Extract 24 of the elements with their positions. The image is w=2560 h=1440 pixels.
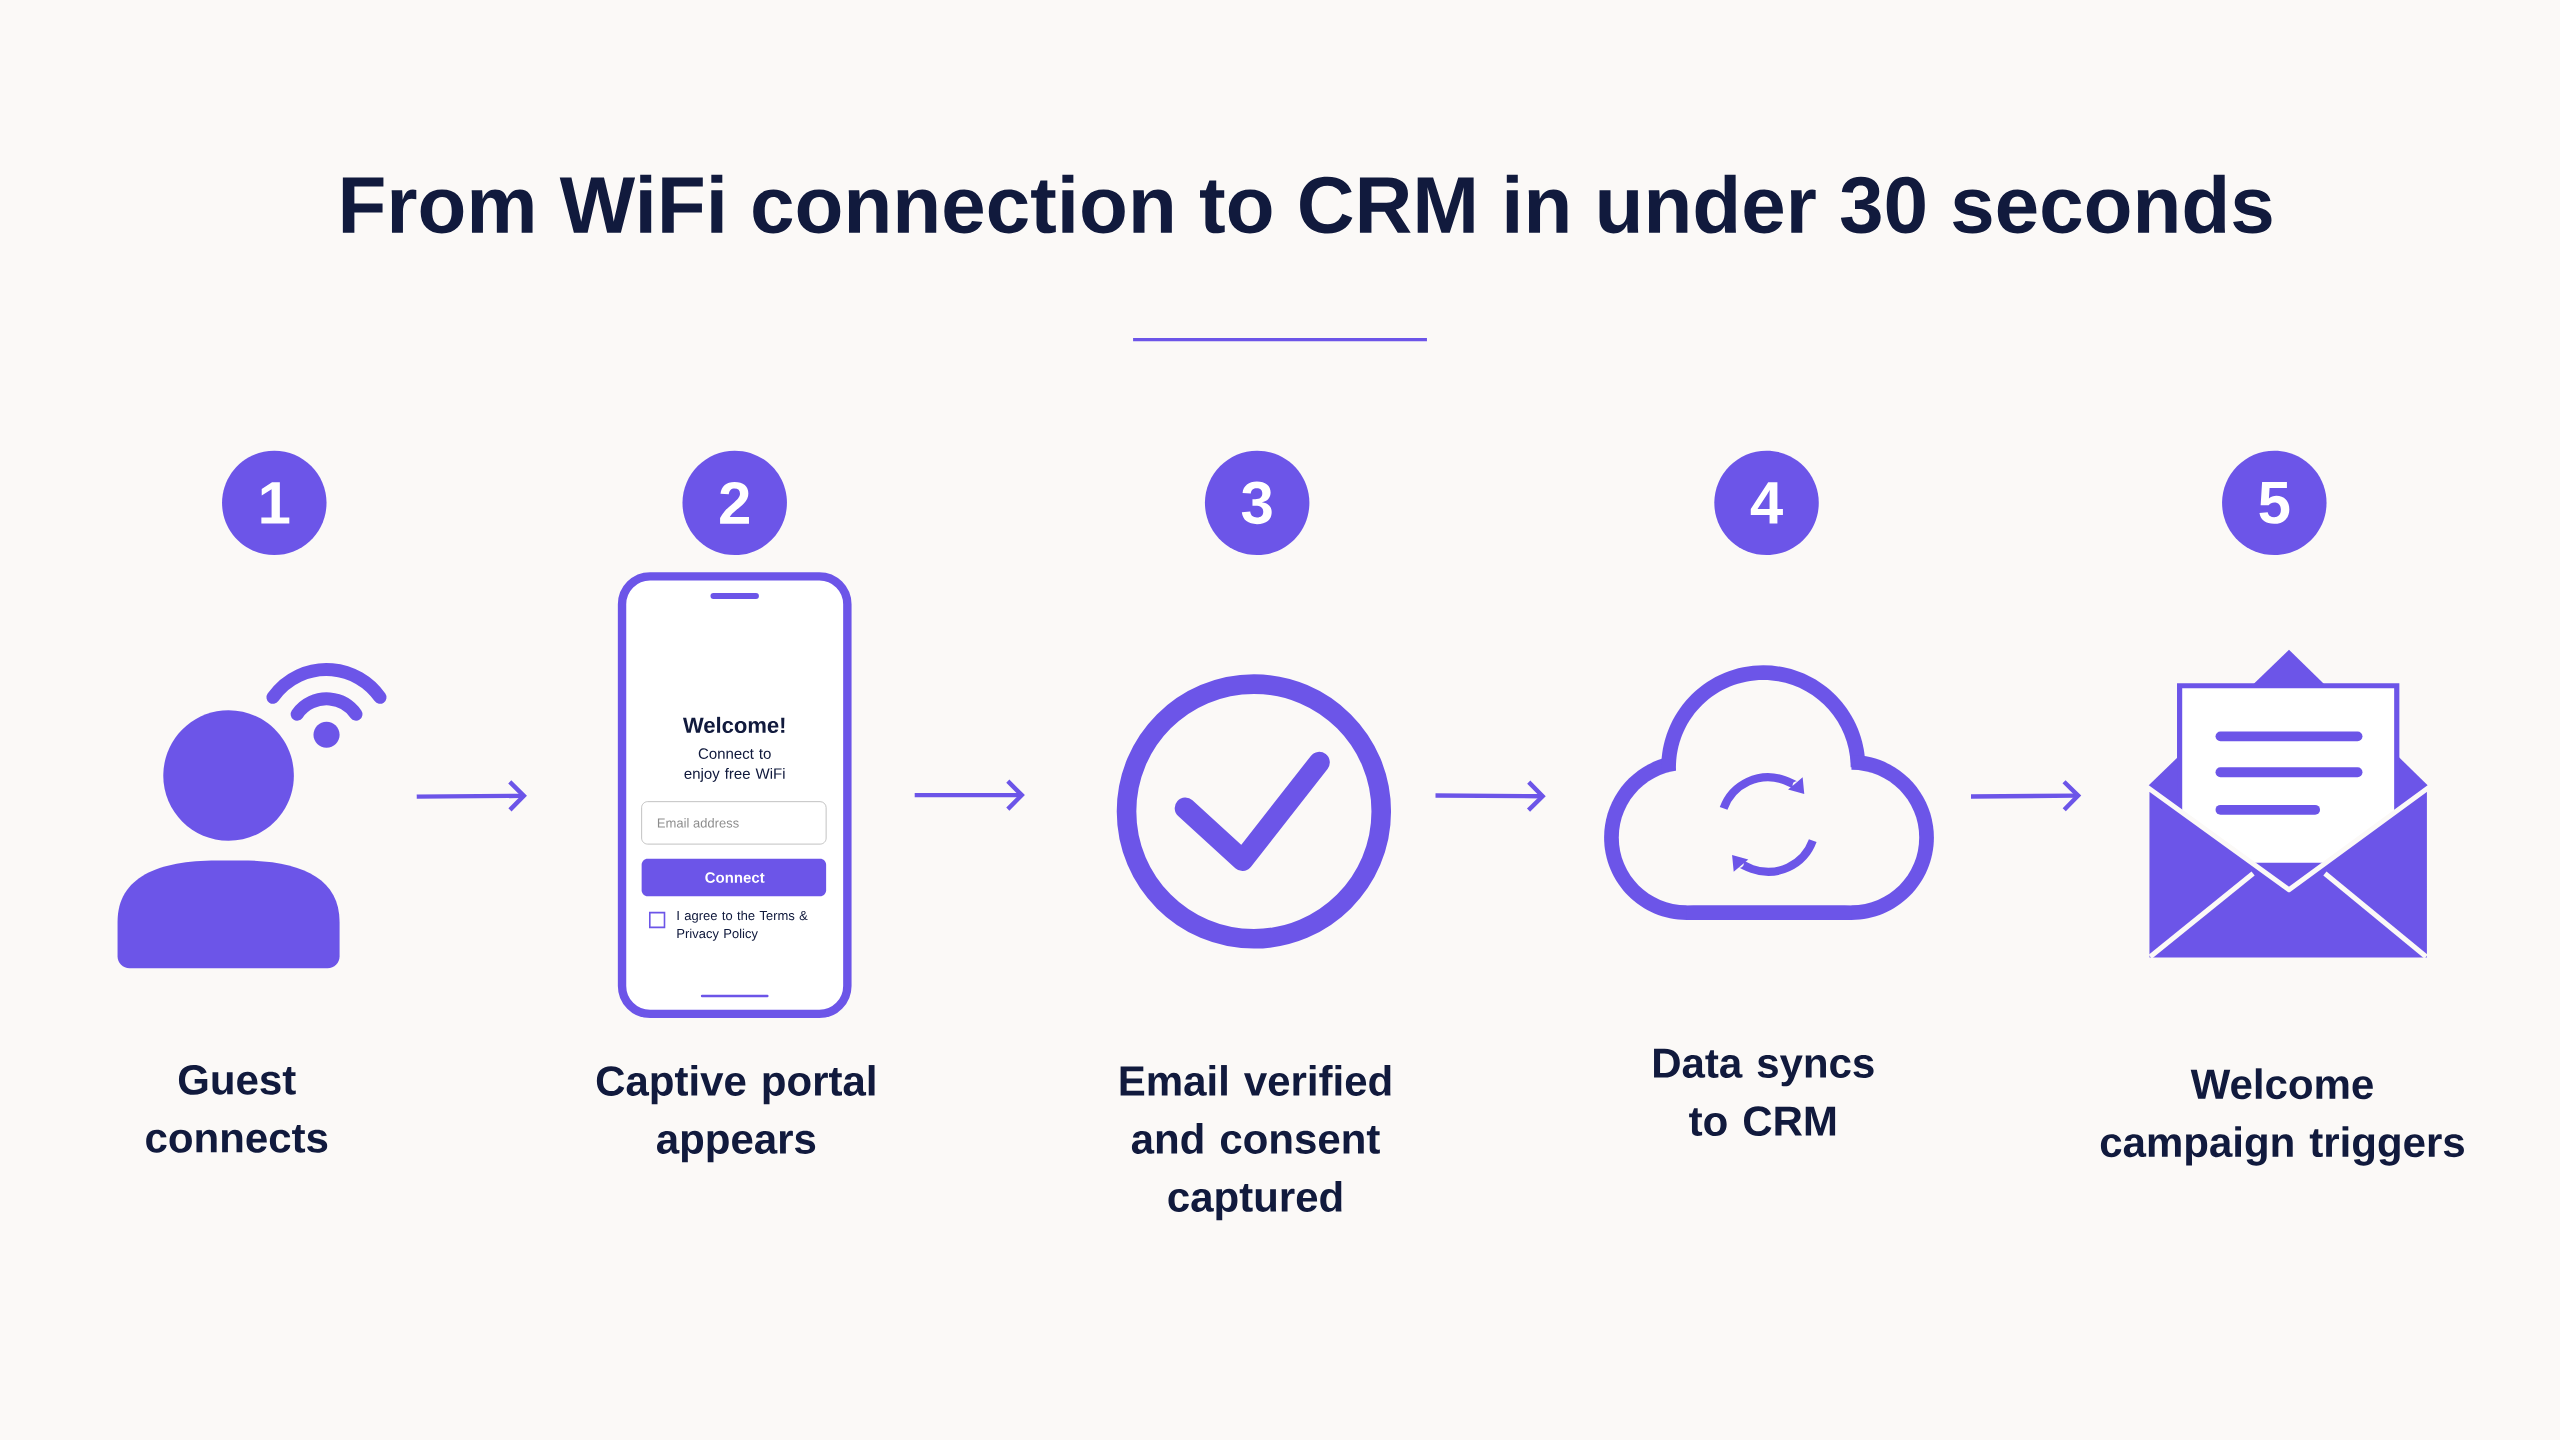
step-number: 2 [682, 450, 787, 556]
step-caption: Guest connects [146, 1065, 328, 1153]
step-caption: Welcome campaign triggers [2100, 1068, 2464, 1166]
consent-text: I agree to the Terms & Privacy Policy [677, 910, 808, 941]
screen-text: Connect to enjoy free WiFi [684, 748, 785, 782]
cloud-sync-icon [1604, 665, 1934, 920]
welcome-heading: Welcome! [683, 716, 785, 733]
step-number: 4 [1714, 450, 1819, 556]
arrow [1971, 780, 2082, 812]
step-caption: Email verified and consent captured [1120, 1065, 1391, 1221]
envelope-icon [2144, 649, 2432, 963]
arrow [1435, 780, 1546, 812]
step-number: 5 [2222, 450, 2327, 556]
arrow [416, 780, 527, 812]
input-field: Email address [641, 801, 827, 845]
checkmark-icon [1116, 674, 1392, 949]
step-caption: Data syncs to CRM [1654, 1048, 1874, 1136]
title: From WiFi connection to CRM in under 30 seconds [342, 174, 2272, 234]
person-icon [117, 662, 387, 969]
connect-button: Connect [641, 858, 827, 897]
step-number: 3 [1204, 450, 1310, 556]
step-number: 1 [222, 450, 327, 556]
step-caption: Captive portal appears [596, 1065, 875, 1163]
arrow [914, 779, 1025, 811]
